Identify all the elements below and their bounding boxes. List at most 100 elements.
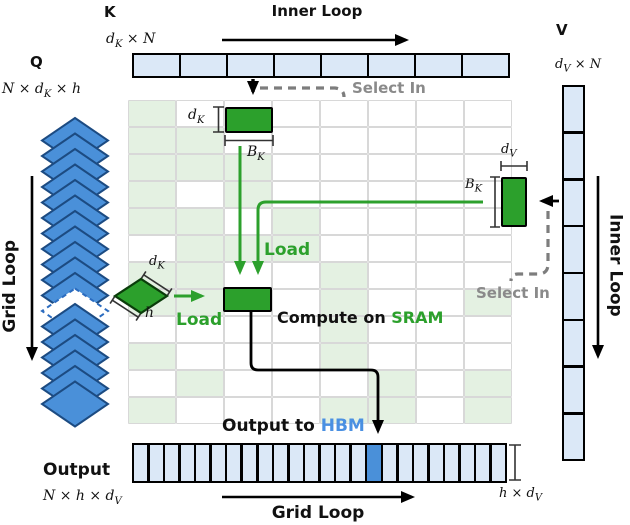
- q-slice: [40, 256, 110, 304]
- k-matrix-row: [132, 53, 510, 78]
- q-slice: [40, 302, 110, 351]
- matrix-cell: [134, 55, 179, 76]
- matrix-cell: [258, 445, 272, 481]
- q-slice: [40, 364, 110, 413]
- matrix-cell: [227, 445, 241, 481]
- grid-cell: [368, 235, 416, 262]
- matrix-cell: [445, 445, 459, 481]
- grid-cell: [128, 397, 176, 424]
- grid-cell: [224, 181, 272, 208]
- hbm-highlight: HBM: [320, 416, 365, 436]
- matrix-cell: [320, 445, 334, 481]
- q-slice: [40, 349, 110, 397]
- grid-cell: [416, 181, 464, 208]
- q-slice: [40, 147, 110, 196]
- grid-cell: [320, 289, 368, 316]
- matrix-cell: [211, 445, 225, 481]
- grid-cell: [464, 235, 512, 262]
- matrix-cell: [149, 445, 163, 481]
- matrix-cell: [564, 321, 583, 366]
- grid-cell: [176, 181, 224, 208]
- k-block-height-label: dK: [188, 107, 205, 126]
- k-tile-block: [225, 107, 273, 133]
- matrix-cell: [228, 55, 273, 76]
- grid-cell: [464, 343, 512, 370]
- select-in-right-label: Select In: [476, 284, 550, 302]
- q-block-width-label: dK: [149, 254, 165, 272]
- q-slice: [40, 380, 110, 428]
- grid-cell: [416, 316, 464, 343]
- grid-cell: [176, 262, 224, 289]
- output-height-bracket: [509, 444, 521, 481]
- matrix-cell: [322, 55, 367, 76]
- grid-cell: [368, 370, 416, 397]
- output-bracket-label: h × dV: [499, 486, 543, 504]
- grid-cell: [320, 235, 368, 262]
- q-slice: [40, 333, 110, 382]
- matrix-cell: [564, 133, 583, 179]
- grid-cell: [368, 100, 416, 127]
- matrix-cell: [351, 445, 365, 481]
- grid-cell: [416, 154, 464, 181]
- grid-cell: [368, 127, 416, 154]
- q-slice: [40, 178, 110, 227]
- q-slice-dashed: [40, 287, 110, 335]
- grid-cell: [272, 154, 320, 181]
- grid-cell: [272, 127, 320, 154]
- grid-cell: [416, 289, 464, 316]
- grid-cell: [368, 208, 416, 235]
- grid-cell: [464, 100, 512, 127]
- matrix-cell: [289, 445, 303, 481]
- select-in-top-label: Select In: [352, 79, 426, 97]
- grid-cell: [416, 100, 464, 127]
- inner-loop-top-label: Inner Loop: [271, 2, 363, 20]
- grid-cell: [464, 397, 512, 424]
- v-title: V: [556, 21, 568, 39]
- matrix-cell: [336, 445, 350, 481]
- grid-cell: [272, 343, 320, 370]
- grid-cell: [416, 370, 464, 397]
- q-slice: [40, 194, 110, 242]
- grid-cell: [368, 343, 416, 370]
- matrix-cell: [305, 445, 319, 481]
- v-block-height-label: BK: [465, 177, 483, 195]
- matrix-cell: [564, 367, 583, 413]
- grid-cell: [224, 208, 272, 235]
- q-slice: [40, 132, 110, 180]
- grid-loop-left-label: Grid Loop: [0, 240, 20, 333]
- compute-on-sram-label: Compute on SRAM: [277, 308, 444, 327]
- matrix-cell: [383, 445, 397, 481]
- q-dims-label: N × dK × h: [2, 81, 81, 100]
- matrix-cell: [398, 445, 412, 481]
- grid-cell: [224, 316, 272, 343]
- grid-cell: [224, 370, 272, 397]
- v-dims-label: dV × N: [555, 57, 602, 75]
- sram-compute-block: [223, 287, 272, 312]
- grid-cell: [464, 127, 512, 154]
- grid-cell: [128, 343, 176, 370]
- output-dims-label: N × h × dV: [43, 488, 122, 507]
- matrix-cell: [564, 180, 583, 225]
- q-slice: [40, 318, 110, 366]
- grid-cell: [224, 262, 272, 289]
- grid-cell: [176, 397, 224, 424]
- grid-cell: [320, 154, 368, 181]
- output-to-hbm-label: Output to HBM: [222, 416, 365, 436]
- v-matrix-column: [562, 85, 585, 461]
- grid-cell: [320, 127, 368, 154]
- grid-cell: [176, 343, 224, 370]
- q-slice: [40, 163, 110, 211]
- matrix-cell: [242, 445, 256, 481]
- grid-cell: [320, 370, 368, 397]
- grid-cell: [128, 370, 176, 397]
- grid-cell: [128, 100, 176, 127]
- matrix-cell: [476, 445, 490, 481]
- grid-cell: [368, 397, 416, 424]
- matrix-cell: [275, 55, 320, 76]
- grid-cell: [368, 262, 416, 289]
- highlighted-hbm-cell: [367, 445, 381, 481]
- grid-cell: [176, 370, 224, 397]
- grid-cell: [176, 316, 224, 343]
- grid-cell: [128, 235, 176, 262]
